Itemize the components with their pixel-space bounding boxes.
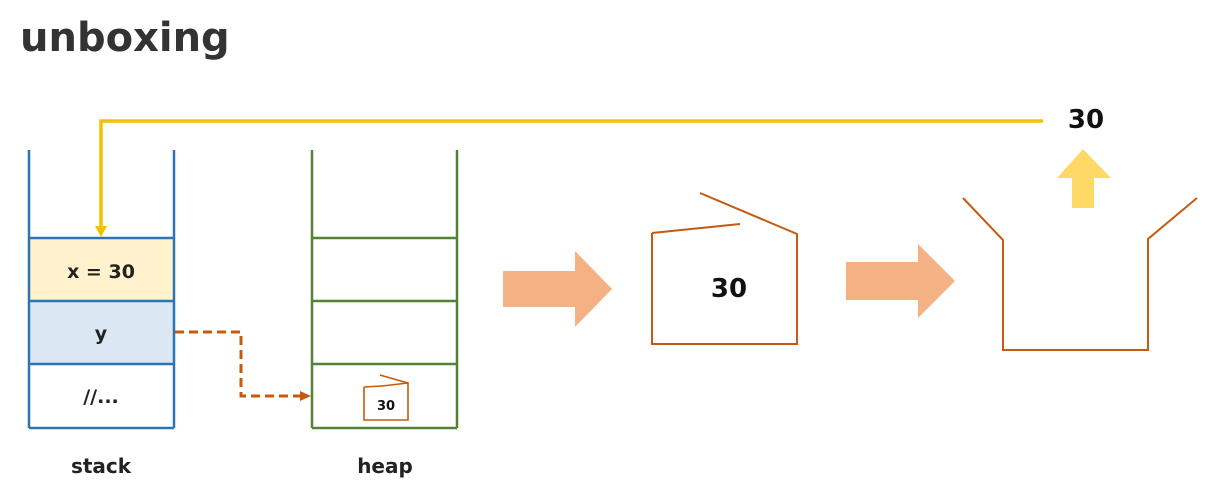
stack-cell-other-label: //... [83,386,119,408]
heap-column: 30 heap [310,150,459,478]
heap-boxed-object: 30 [363,374,409,421]
box-value: 30 [711,274,747,304]
stack-column: x = 30 y //... stack [27,150,176,478]
return-arrow [95,119,1043,237]
stack-cell-other-bg [29,364,174,428]
stack-cell-x-label: x = 30 [67,261,135,283]
stack-cell-y-bg [29,301,174,364]
flow-arrow-1 [503,251,612,327]
heap-label: heap [357,454,413,478]
heap-boxed-value: 30 [377,399,395,414]
diagram-title: unboxing [20,15,230,61]
stack-label: stack [71,454,132,478]
unboxed-value: 30 [1068,105,1104,135]
up-arrow [1057,149,1111,208]
stack-cell-x-bg [29,238,174,301]
closed-box: 30 [651,192,798,345]
reference-arrow [175,330,311,401]
open-box [962,197,1198,351]
flow-arrow-2 [846,244,955,318]
stack-cell-y-label: y [95,323,108,345]
